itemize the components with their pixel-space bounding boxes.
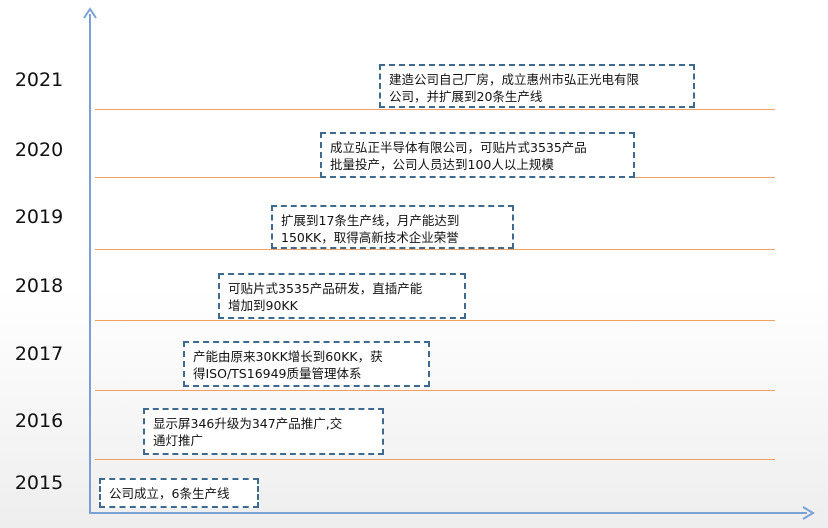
vertical-axis [89, 14, 91, 514]
row-line-2016 [95, 459, 775, 460]
year-label-2020: 2020 [14, 139, 64, 161]
event-box-2017: 产能由原来30KK增长到60KK，获 得ISO/TS16949质量管理体系 [183, 341, 430, 387]
year-label-2016: 2016 [14, 410, 64, 432]
year-label-2017: 2017 [14, 343, 64, 365]
year-label-2015: 2015 [14, 472, 64, 494]
row-line-2017 [95, 390, 775, 391]
row-line-2019 [95, 249, 775, 250]
year-label-2019: 2019 [14, 206, 64, 228]
horizontal-axis [89, 512, 807, 514]
event-box-2021: 建造公司自己厂房，成立惠州市弘正光电有限 公司，并扩展到20条生产线 [379, 64, 695, 108]
event-box-2020-main: 成立弘正半导体有限公司，可贴片式3535产品 批量投产，公司人员达到100人以上… [320, 132, 635, 178]
right-arrow-icon [802, 506, 815, 520]
year-label-2021: 2021 [14, 69, 64, 91]
row-line-2021 [95, 109, 775, 110]
event-box-2015: 公司成立，6条生产线 [99, 478, 259, 508]
event-box-2018: 可贴片式3535产品研发，直插产能 增加到90KK [218, 273, 466, 319]
row-line-2018 [95, 320, 775, 321]
event-box-2019: 扩展到17条生产线，月产能达到 150KK，取得高新技术企业荣誉 [271, 205, 514, 249]
year-label-2018: 2018 [14, 275, 64, 297]
up-arrow-icon [83, 7, 97, 19]
event-box-2016: 显示屏346升级为347产品推广,交 通灯推广 [143, 408, 384, 455]
